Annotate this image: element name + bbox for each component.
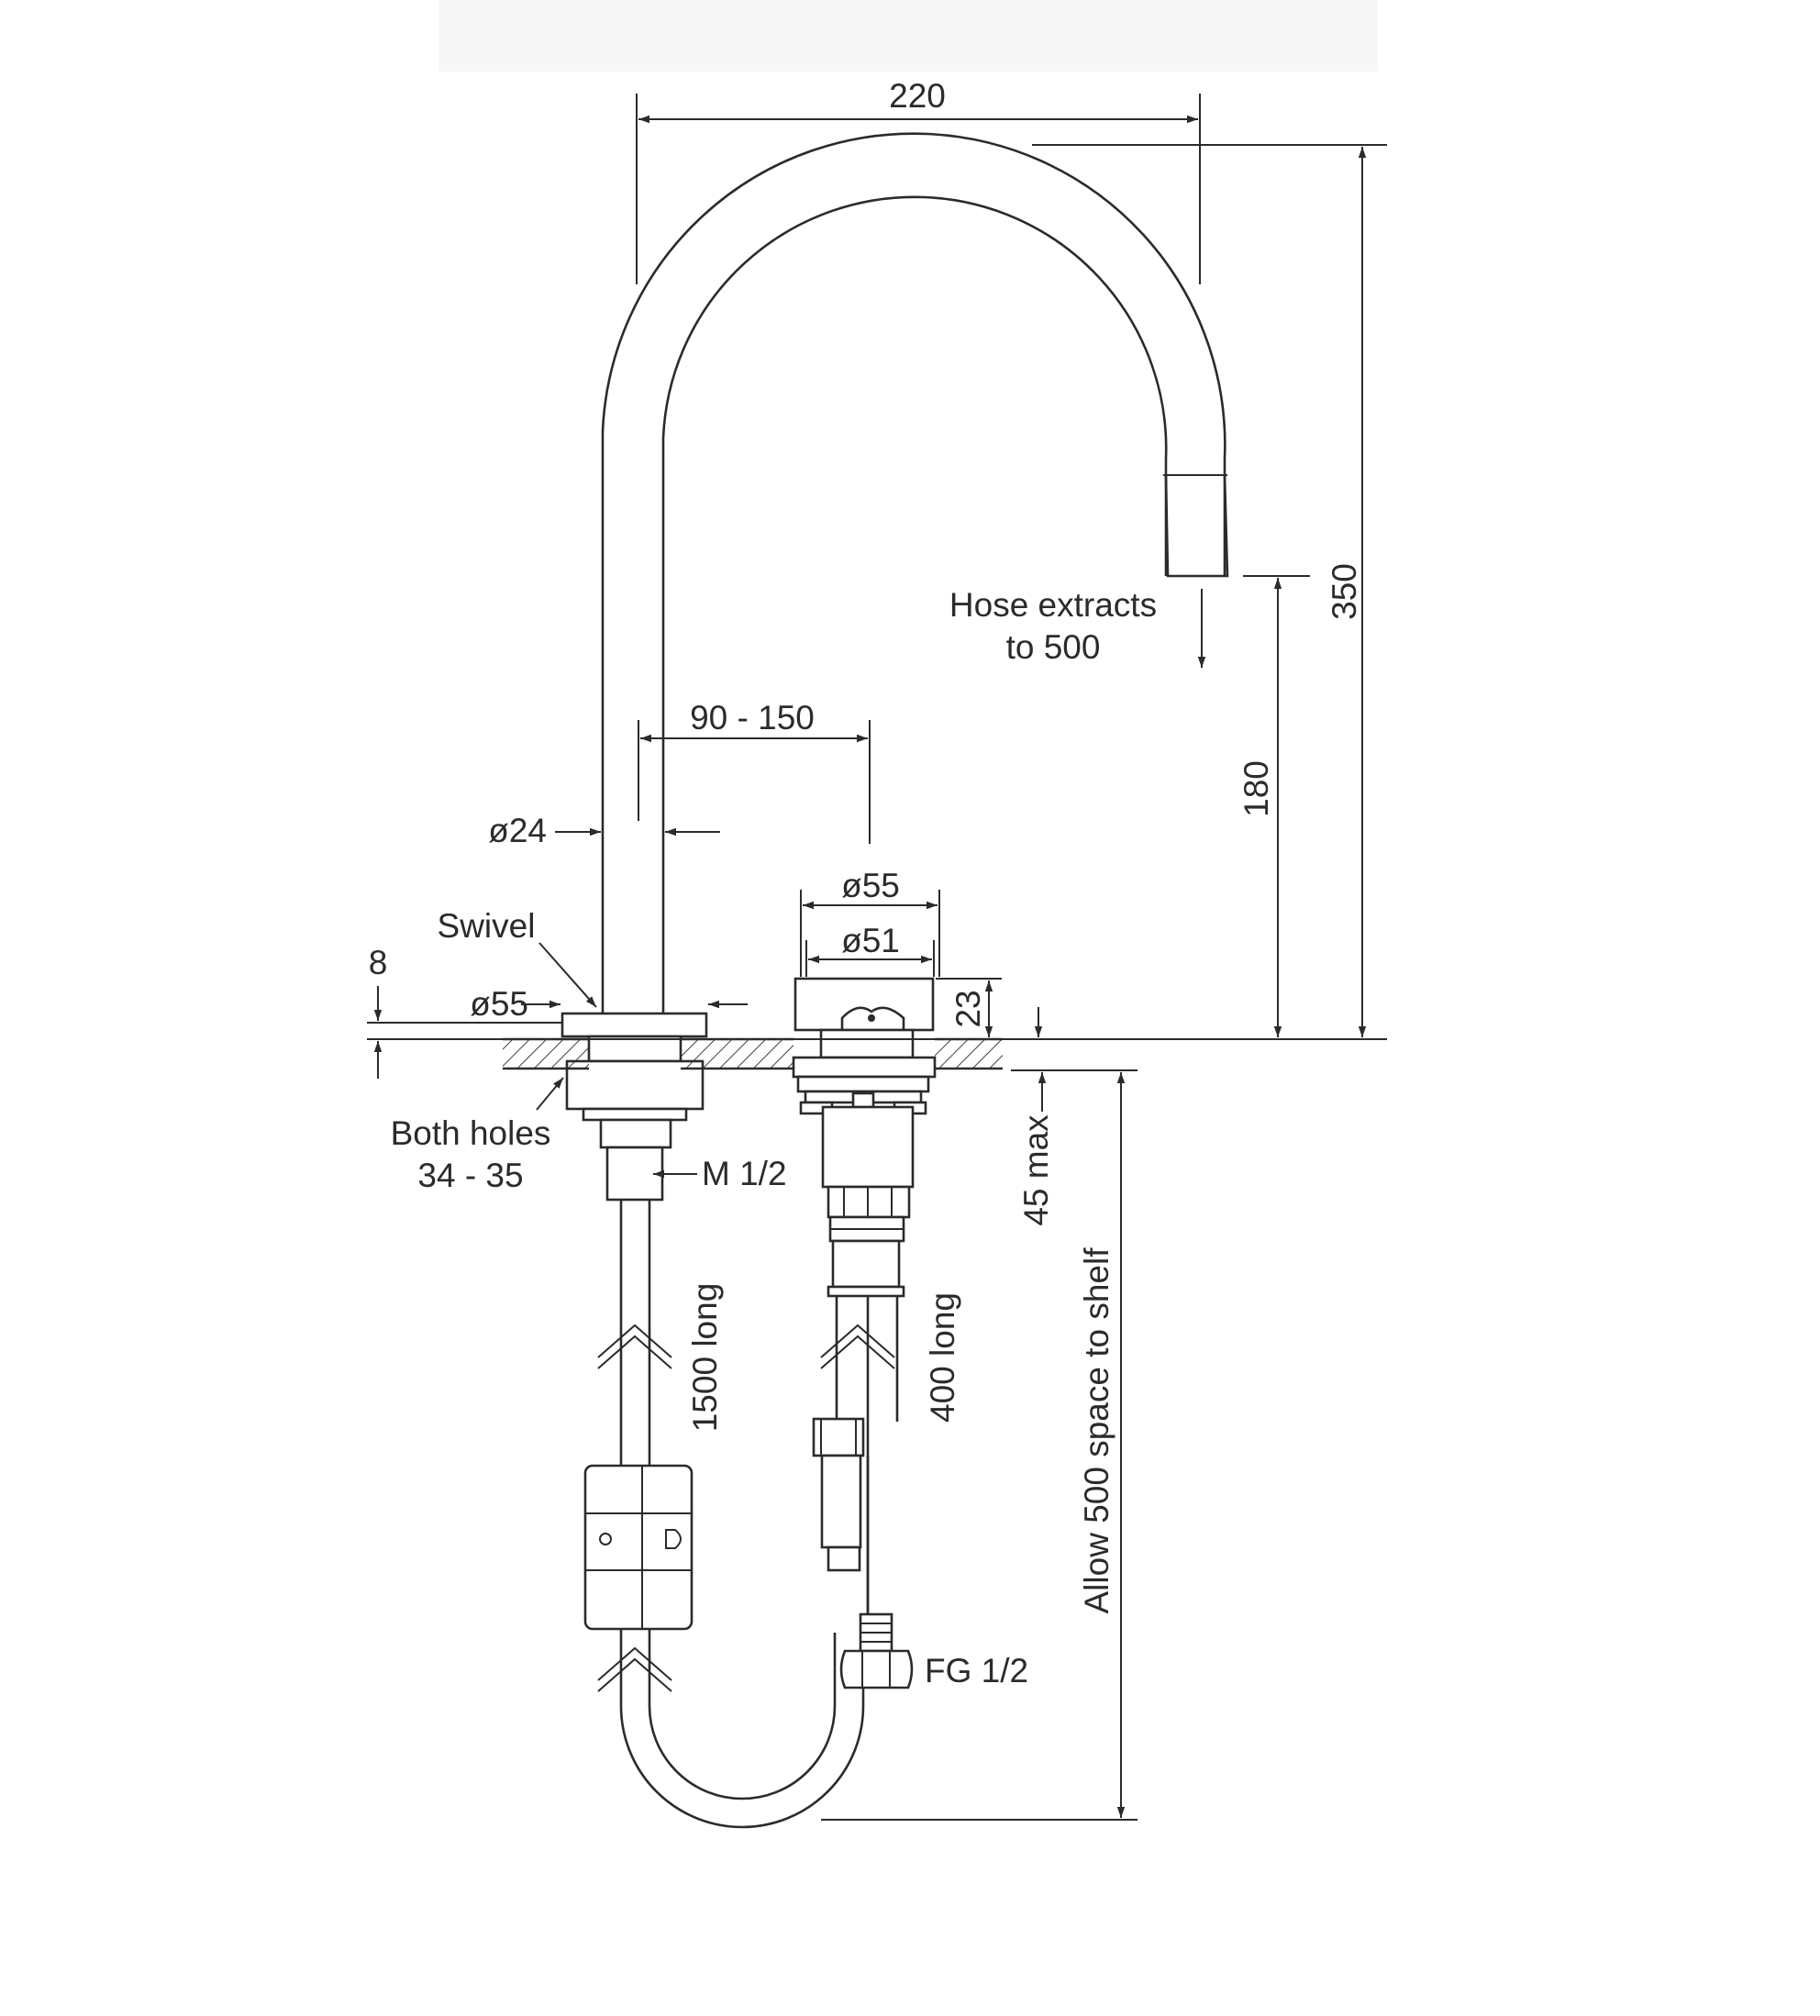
spout-base — [560, 1012, 708, 1202]
lever-height-label: 23 — [949, 990, 987, 1027]
dimension-shelf-space — [821, 1069, 1138, 1821]
dimension-220 — [636, 94, 1201, 284]
base-diameter-label: ø55 — [470, 985, 528, 1023]
swivel-leader — [538, 942, 597, 1008]
hose-extract-line1: Hose extracts — [949, 586, 1157, 624]
valve-thread-label: FG 1/2 — [925, 1652, 1028, 1689]
spout-hose-length-label: 1500 long — [686, 1283, 724, 1433]
dimension-o51-lever — [805, 940, 935, 977]
worktop-section — [503, 1037, 1003, 1070]
spout-body — [601, 132, 1229, 1014]
lever-valve — [792, 977, 937, 1298]
dimension-23 — [936, 978, 1002, 1037]
dimension-45-max — [1018, 1007, 1073, 1112]
dimension-8 — [367, 986, 561, 1079]
dimension-90-150 — [638, 720, 871, 844]
lever-outer-diameter-label: ø55 — [841, 867, 900, 904]
spout-thread-label: M 1/2 — [702, 1155, 787, 1192]
shelf-space-label: Allow 500 space to shelf — [1078, 1247, 1115, 1614]
valve-hose-length-label: 400 long — [924, 1292, 961, 1423]
base-thickness-label: 8 — [369, 944, 388, 981]
valve-hose — [812, 1296, 914, 1689]
hose-break-symbols — [597, 1324, 895, 1692]
holes-leader — [536, 1077, 564, 1111]
total-height-label: 350 — [1326, 563, 1363, 620]
dimension-180 — [1243, 575, 1310, 1037]
deck-thickness-label: 45 max — [1017, 1114, 1055, 1226]
dimension-o55-lever — [800, 890, 940, 977]
spout-to-lever-label: 90 - 150 — [690, 699, 815, 737]
outlet-height-label: 180 — [1237, 760, 1275, 817]
hose-extract-line2: to 500 — [1006, 628, 1101, 666]
both-holes-line2: 34 - 35 — [417, 1157, 523, 1194]
lever-inner-diameter-label: ø51 — [841, 922, 900, 959]
dimension-350 — [1032, 144, 1387, 1037]
both-holes-line1: Both holes — [391, 1114, 551, 1152]
spout-reach-label: 220 — [889, 77, 946, 115]
spout-diameter-label: ø24 — [488, 812, 547, 849]
spout-hose — [583, 1200, 865, 1829]
swivel-label: Swivel — [438, 907, 536, 945]
top-fade-band — [438, 0, 1378, 72]
